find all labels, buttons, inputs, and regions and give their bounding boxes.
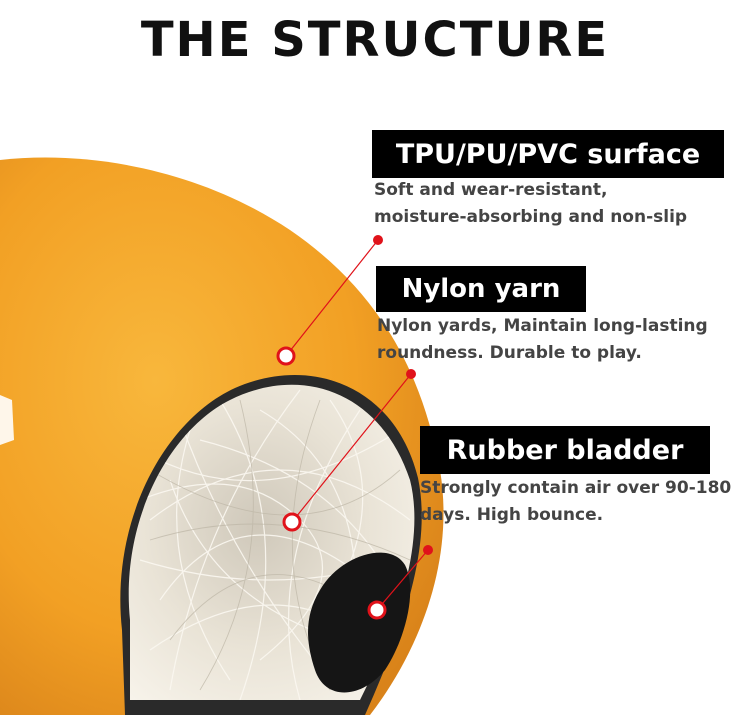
- surface-description-line-2: moisture-absorbing and non-slip: [374, 207, 688, 227]
- surface-label-dot: [373, 235, 383, 245]
- bladder-description-line-1: Strongly contain air over 90-180: [420, 478, 732, 498]
- bladder-label-dot: [423, 545, 433, 555]
- page-title: THE STRUCTURE: [140, 12, 610, 68]
- rubber-bladder-layer: [308, 552, 411, 693]
- yarn-description-line-1: Nylon yards, Maintain long-lasting: [377, 316, 708, 336]
- bladder-marker-ring: [367, 600, 387, 620]
- bladder-description-line-2: days. High bounce.: [420, 505, 604, 525]
- yarn-label-dot: [406, 369, 416, 379]
- bladder-leader-line: [376, 549, 429, 611]
- surface-marker-ring: [276, 346, 296, 366]
- yarn-marker-ring: [282, 512, 302, 532]
- bladder-label: Rubber bladder: [420, 426, 710, 474]
- surface-description-line-1: Soft and wear-resistant,: [374, 180, 608, 200]
- surface-description: Soft and wear-resistant, moisture-absorb…: [374, 177, 687, 231]
- surface-label: TPU/PU/PVC surface: [372, 130, 724, 178]
- yarn-leader-line: [291, 373, 412, 523]
- yarn-description: Nylon yards, Maintain long-lasting round…: [377, 313, 708, 367]
- yarn-label: Nylon yarn: [376, 266, 586, 312]
- yarn-description-line-2: roundness. Durable to play.: [377, 343, 642, 363]
- surface-leader-line: [285, 239, 379, 357]
- bladder-description: Strongly contain air over 90-180 days. H…: [420, 475, 731, 529]
